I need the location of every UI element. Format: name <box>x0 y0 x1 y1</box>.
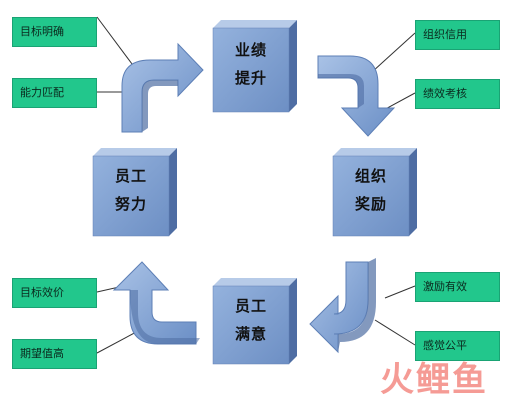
connector-incentive-effective <box>384 285 416 299</box>
tag-sense-fairness: 感觉公平 <box>415 331 500 361</box>
cube-performance <box>212 20 297 113</box>
cube-satisfaction <box>212 278 297 365</box>
tag-expected-value: 期望值高 <box>12 339 97 369</box>
cube-label-satisfaction-line1: 员工 <box>234 297 267 315</box>
tag-goal-clarity: 目标明确 <box>12 17 97 47</box>
cube-label-satisfaction: 员工 满意 <box>217 292 285 348</box>
cube-label-satisfaction-line2: 满意 <box>234 325 267 343</box>
tag-performance-review: 绩效考核 <box>415 79 500 109</box>
arrow-effort-to-performance <box>121 42 204 133</box>
connector-lines <box>96 16 416 354</box>
cube-label-effort: 员工 努力 <box>97 162 165 218</box>
connector-sense-fairness <box>374 319 416 346</box>
cube-label-organization: 组织 奖励 <box>337 162 405 218</box>
connector-expected-value <box>96 329 141 354</box>
connector-org-credibility <box>371 32 416 73</box>
cube-label-effort-line1: 员工 <box>114 167 147 185</box>
arrow-organization-to-satisfaction <box>309 258 376 354</box>
arrow-satisfaction-to-effort <box>112 261 200 345</box>
cube-label-effort-line2: 努力 <box>114 195 147 213</box>
cube-label-performance-line2: 提升 <box>234 69 267 87</box>
cube-effort <box>92 148 177 237</box>
tag-ability-match: 能力匹配 <box>12 78 97 108</box>
cube-label-performance: 业绩 提升 <box>217 36 285 92</box>
cube-organization <box>332 148 417 237</box>
cube-label-organization-line1: 组织 <box>354 167 387 185</box>
arrow-performance-to-organization <box>317 55 396 137</box>
tag-org-credibility: 组织信用 <box>415 20 500 50</box>
cube-label-organization-line2: 奖励 <box>354 195 387 213</box>
connector-goal-clarity <box>96 16 136 69</box>
watermark-logo: 火鲤鱼 <box>380 360 488 400</box>
tag-goal-value: 目标效价 <box>12 278 97 308</box>
cube-label-performance-line1: 业绩 <box>234 41 267 59</box>
tag-incentive-effective: 激励有效 <box>415 272 500 302</box>
